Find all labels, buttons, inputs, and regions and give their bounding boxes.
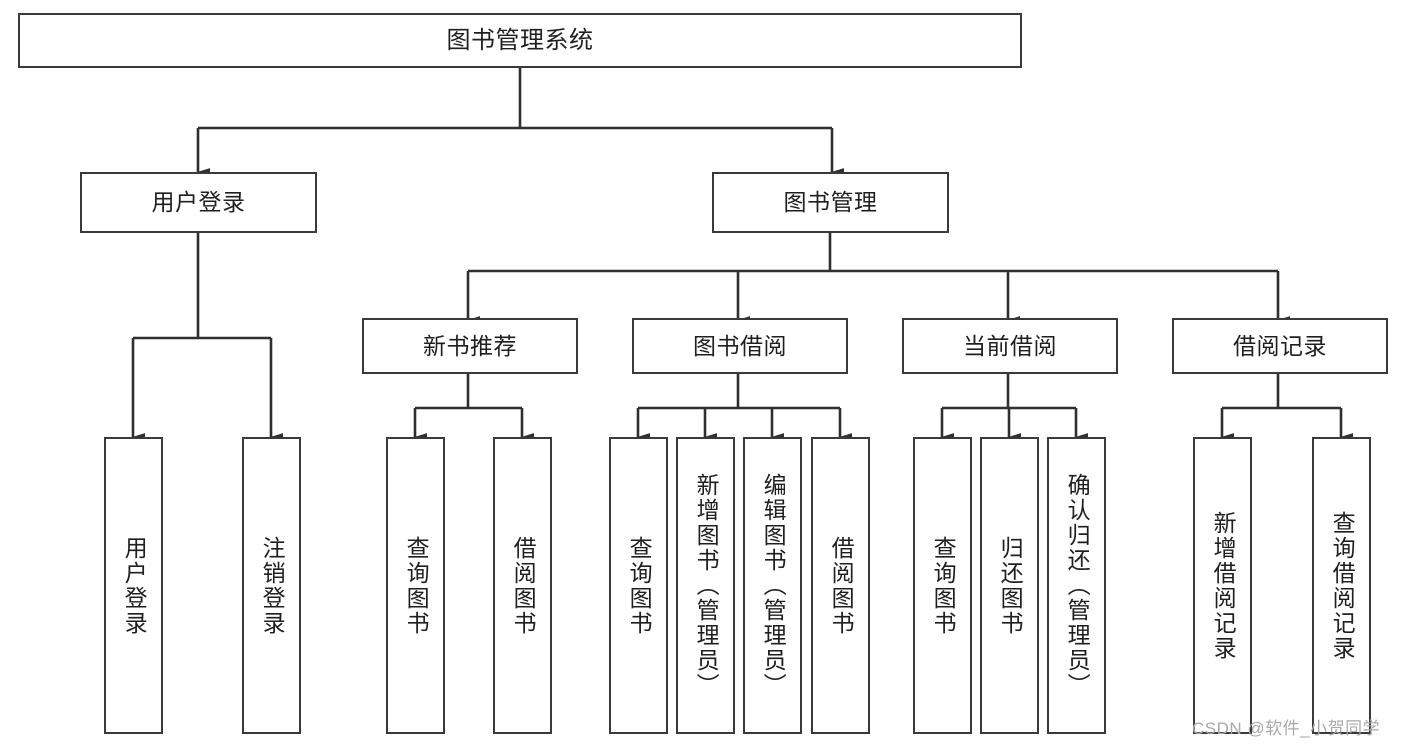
leaf-edit-book-admin[interactable]: 编辑图书（管理员）: [743, 437, 802, 734]
leaf-query-book-recommend[interactable]: 查询图书: [386, 437, 445, 734]
node-borrow-record[interactable]: 借阅记录: [1172, 318, 1388, 374]
leaf-borrow-book[interactable]: 借阅图书: [811, 437, 870, 734]
node-book-borrow[interactable]: 图书借阅: [632, 318, 848, 374]
node-label: 借阅记录: [1233, 332, 1327, 359]
node-label: 编辑图书（管理员）: [760, 473, 787, 698]
node-label: 查询图书: [403, 535, 430, 636]
leaf-borrow-book-recommend[interactable]: 借阅图书: [493, 437, 552, 734]
leaf-user-login[interactable]: 用户登录: [104, 437, 163, 734]
node-label: 确认归还（管理员）: [1064, 473, 1091, 698]
node-label: 查询图书: [626, 535, 653, 636]
node-label: 图书管理: [783, 189, 878, 216]
node-label: 归还图书: [997, 535, 1024, 636]
node-label: 借阅图书: [510, 535, 537, 636]
node-label: 用户登录: [151, 189, 246, 216]
leaf-confirm-return-admin[interactable]: 确认归还（管理员）: [1047, 437, 1106, 734]
csdn-watermark: CSDN @软件_小贺同学: [1192, 719, 1381, 738]
node-user-login[interactable]: 用户登录: [80, 172, 317, 233]
node-label: 用户登录: [121, 535, 148, 636]
node-label: 查询借阅记录: [1329, 510, 1356, 661]
node-label: 借阅图书: [828, 535, 855, 636]
leaf-query-book-borrow[interactable]: 查询图书: [609, 437, 668, 734]
node-label: 注销登录: [259, 535, 286, 636]
node-new-book-recommend[interactable]: 新书推荐: [362, 318, 578, 374]
node-book-management[interactable]: 图书管理: [712, 172, 949, 233]
leaf-add-book-admin[interactable]: 新增图书（管理员）: [676, 437, 735, 734]
node-label: 新增借阅记录: [1210, 510, 1237, 661]
node-label: 查询图书: [930, 535, 957, 636]
leaf-query-borrow-record[interactable]: 查询借阅记录: [1312, 437, 1371, 734]
leaf-return-book[interactable]: 归还图书: [980, 437, 1039, 734]
leaf-add-borrow-record[interactable]: 新增借阅记录: [1193, 437, 1252, 734]
node-label: 当前借阅: [963, 332, 1057, 359]
node-label: 新增图书（管理员）: [693, 473, 720, 698]
node-label: 图书借阅: [693, 332, 787, 359]
node-label: 图书管理系统: [446, 26, 594, 54]
leaf-query-book-current[interactable]: 查询图书: [913, 437, 972, 734]
leaf-logout-login[interactable]: 注销登录: [242, 437, 301, 734]
node-current-borrow[interactable]: 当前借阅: [902, 318, 1118, 374]
node-label: 新书推荐: [423, 332, 517, 359]
node-root-book-management-system[interactable]: 图书管理系统: [18, 13, 1022, 68]
